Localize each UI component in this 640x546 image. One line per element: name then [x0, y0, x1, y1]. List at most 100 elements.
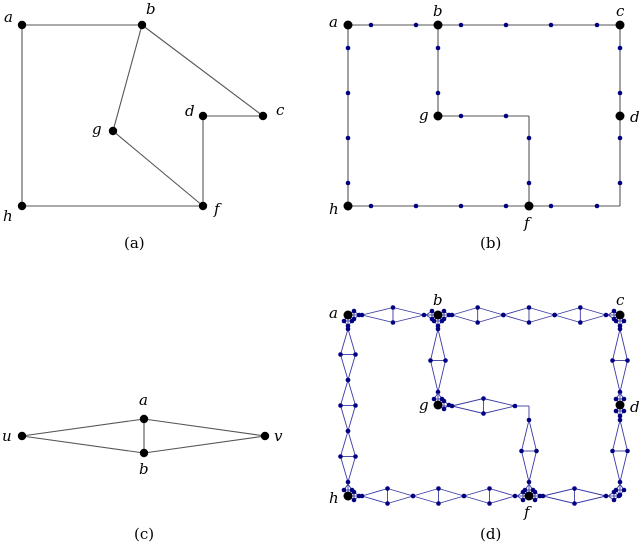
edge — [477, 307, 504, 316]
edge-gf — [112, 130, 204, 207]
node-d — [615, 400, 625, 410]
gadget-node — [441, 308, 447, 314]
edge — [430, 360, 439, 393]
subdivision-node — [617, 135, 623, 141]
gadget-node — [532, 497, 538, 503]
gadget-node — [446, 402, 452, 408]
gadget-node — [617, 389, 623, 395]
edge — [619, 450, 628, 483]
node-label-a: a — [139, 391, 148, 409]
edge — [503, 307, 530, 316]
subdivision-node — [503, 113, 509, 119]
gadget-node — [613, 408, 619, 414]
edge-bg — [112, 24, 143, 132]
gadget-node — [353, 454, 358, 459]
caption-c: (c) — [134, 525, 154, 543]
edge — [340, 379, 349, 406]
node-label-b: b — [433, 2, 443, 20]
edge — [483, 398, 516, 407]
gadget-node — [345, 479, 351, 485]
node-f — [198, 201, 208, 211]
edge — [412, 488, 439, 497]
edge — [542, 488, 575, 497]
gadget-node — [625, 448, 630, 454]
node-d — [198, 111, 208, 121]
subdivision-node — [345, 90, 351, 96]
gadget-node — [611, 497, 617, 503]
gadget-node — [345, 323, 351, 329]
gadget-node — [610, 448, 615, 454]
edge — [463, 495, 490, 504]
edge — [340, 354, 349, 381]
gadget-node — [390, 320, 396, 325]
gadget-node — [349, 318, 355, 324]
edge — [387, 488, 414, 497]
gadget-node — [572, 501, 577, 506]
edge — [347, 379, 356, 406]
edge — [542, 495, 575, 504]
gadget-node — [341, 318, 347, 324]
edge — [528, 314, 555, 323]
gadget-node — [481, 396, 486, 401]
node-label-u: u — [2, 427, 12, 445]
gadget-node — [475, 305, 480, 310]
gadget-node — [603, 493, 609, 499]
gadget-node — [345, 377, 351, 383]
node-d — [615, 111, 625, 121]
node-f — [524, 201, 534, 211]
edge — [387, 495, 414, 504]
node-a — [343, 20, 353, 30]
gadget-node — [617, 413, 623, 419]
node-b — [433, 20, 443, 30]
gadget-node — [428, 358, 433, 363]
subdivision-node — [458, 113, 464, 119]
gadget-node — [617, 417, 623, 423]
caption-a: (a) — [124, 234, 145, 252]
subdivision-node — [526, 180, 532, 186]
edge — [528, 307, 555, 316]
subdivision-node — [548, 22, 554, 28]
edge — [574, 495, 607, 504]
edge — [477, 314, 504, 323]
edge-ub — [21, 435, 145, 454]
edge — [392, 307, 425, 316]
subdivision-node — [345, 45, 351, 51]
gadget-node — [421, 312, 427, 318]
node-label-d: d — [630, 108, 640, 126]
gadget-node — [429, 308, 435, 314]
node-label-c: c — [616, 2, 625, 20]
edge — [612, 450, 621, 483]
node-label-g: g — [92, 120, 102, 138]
gadget-node — [345, 428, 351, 434]
node-label-c: c — [276, 101, 285, 119]
gadget-node — [443, 358, 448, 363]
subdivision-node — [458, 22, 464, 28]
node-label-a: a — [4, 8, 13, 26]
gadget-node — [617, 323, 623, 329]
edge-av — [143, 418, 266, 437]
edge — [361, 314, 394, 323]
edge — [554, 307, 581, 316]
node-label-f: f — [523, 214, 532, 232]
edge — [347, 430, 356, 457]
gadget-node — [390, 305, 396, 310]
gadget-node — [537, 493, 543, 499]
gadget-node — [429, 316, 435, 322]
gadget-node — [353, 352, 358, 357]
edge — [503, 314, 530, 323]
gadget-node — [436, 501, 441, 506]
node-label-f: f — [523, 503, 532, 521]
edge — [361, 488, 388, 497]
edge — [361, 495, 388, 504]
edge — [347, 354, 356, 381]
gadget-node — [621, 396, 627, 402]
gadget-node — [512, 493, 518, 499]
subdivision-node — [594, 22, 600, 28]
gadget-node — [522, 487, 528, 493]
node-b — [433, 310, 443, 320]
node-b — [137, 20, 147, 30]
edge — [451, 314, 478, 323]
edge — [347, 456, 356, 483]
